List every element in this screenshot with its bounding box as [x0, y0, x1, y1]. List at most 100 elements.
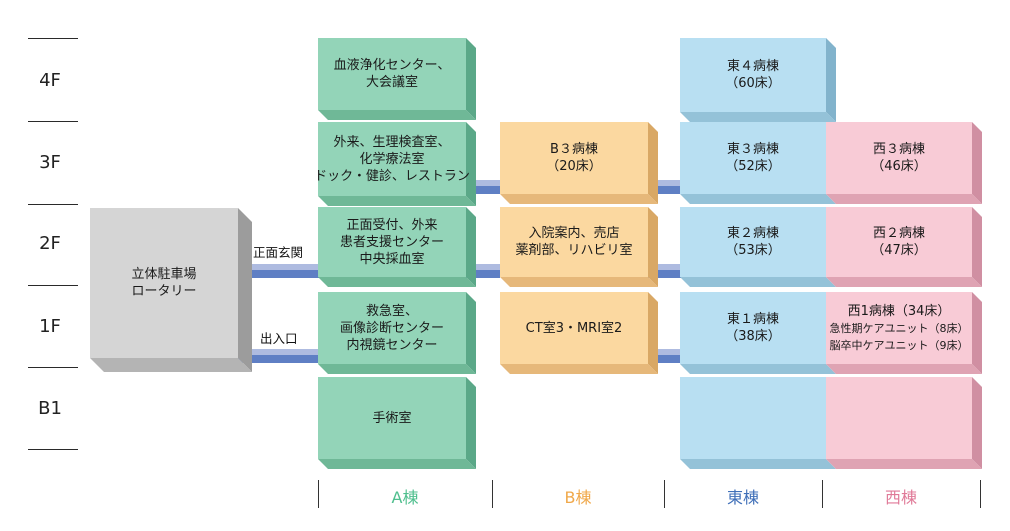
a-block-b1-face: [318, 377, 466, 459]
east-block-b1-face: [680, 377, 826, 459]
building-label-east: 東棟: [726, 488, 759, 507]
connector-a-b-3f-top: [466, 180, 500, 186]
connector-b-east-3f-top: [648, 180, 682, 186]
west-block-f2-side: [972, 207, 982, 287]
connector-b-east-2f-top: [648, 264, 682, 270]
b-block-f2-line: 入院案内、売店: [528, 226, 620, 241]
west-block-f2-line: （47床）: [871, 243, 927, 258]
floor-divider: [28, 449, 78, 451]
a-block-f2-line: 患者支援センター: [339, 234, 444, 250]
a-block-b1-side: [466, 377, 476, 469]
a-block-f1-face: [318, 292, 466, 364]
east-block-f3-text: 東３病棟（52床）: [680, 122, 826, 194]
connector-a-b-2f: [466, 270, 500, 278]
floor-divider: [28, 367, 78, 369]
east-block-f3-bottom: [680, 194, 836, 204]
a-block-f2-face: [318, 207, 466, 277]
west-block-f1-face: [826, 292, 972, 364]
floor-label-3f: 3F: [39, 152, 61, 173]
a-block-f3-face: [318, 122, 466, 196]
building-label-west: 西棟: [884, 488, 917, 507]
connector-main-entrance-top: [238, 264, 320, 270]
b-block-f1-bottom: [500, 364, 658, 374]
a-block-f3-line: ドック・健診、レストラン: [314, 168, 470, 184]
a-block-f2-side: [466, 207, 476, 287]
west-block-b1-bottom: [826, 459, 982, 469]
a-block-f3-text: 外来、生理検査室、化学療法室ドック・健診、レストラン: [314, 122, 470, 196]
main-entrance-label: 正面玄関: [253, 245, 304, 260]
b-block-f3: B３病棟（20床）: [500, 122, 658, 204]
a-block-b1: 手術室: [318, 377, 476, 469]
a-block-f1: 救急室、画像診断センター内視鏡センター: [318, 292, 476, 374]
east-block-b1: [680, 377, 836, 469]
west-block-f2-line: 西２病棟: [872, 226, 925, 241]
east-block-f4-line: （60床）: [725, 76, 781, 91]
connector-a-b-2f-top: [466, 264, 500, 270]
building-label-a: A棟: [391, 488, 419, 507]
west-block-f3-text: 西３病棟 （46床）: [826, 122, 972, 194]
east-block-f4-side: [826, 38, 836, 122]
b-block-f3-side: [648, 122, 658, 204]
b-block-f1-side: [648, 292, 658, 374]
west-block-f3-line: （46床）: [871, 159, 927, 174]
east-block-f4-text: 東４病棟 （60床）: [680, 38, 826, 112]
b-block-f3-text: B３病棟（20床）: [500, 122, 648, 194]
west-block-f1: 西1病棟（34床）急性期ケアユニット（8床）脳卒中ケアユニット（9床）: [826, 292, 982, 374]
floor-label-1f: 1F: [39, 316, 61, 337]
west-block-f1-line: 脳卒中ケアユニット（9床）: [829, 338, 969, 352]
west-block-f1-text: 西1病棟（34床）急性期ケアユニット（8床）脳卒中ケアユニット（9床）: [826, 292, 972, 364]
b-block-f1-line: CT室3・MRI室2: [525, 320, 623, 336]
west-block-f2-bottom: [826, 277, 982, 287]
b-block-f2-face: [500, 207, 648, 277]
a-block-f1-bottom: [318, 364, 476, 374]
a-block-f1-text: 救急室、画像診断センター内視鏡センター: [318, 292, 466, 364]
west-block-f1-bottom: [826, 364, 982, 374]
a-block-f1-line: 内視鏡センター: [346, 337, 438, 353]
connector-entrance-exit-top: [238, 349, 320, 355]
a-block-f4-line: 大会議室: [365, 75, 418, 90]
west-block-f3-bottom: [826, 194, 982, 204]
a-block-f3-bottom: [318, 196, 476, 206]
west-block-f1-side: [972, 292, 982, 374]
west-block-f3: 西３病棟 （46床）: [826, 122, 982, 204]
east-block-f2-line: （53床）: [725, 243, 781, 258]
east-block-f1-bottom: [680, 364, 836, 374]
building-separator: [492, 480, 494, 508]
east-block-f1-face: [680, 292, 826, 364]
east-block-f3: 東３病棟（52床）: [680, 122, 836, 204]
a-block-f4: 血液浄化センター、大会議室: [318, 38, 476, 120]
a-block-f3-side: [466, 122, 476, 206]
a-block-b1-bottom: [318, 459, 476, 469]
parking-block-line: 立体駐車場: [131, 267, 197, 282]
a-block-f4-face: [318, 38, 466, 110]
parking-block-bottom: [90, 358, 252, 372]
building-separator: [822, 480, 824, 508]
a-block-f1-side: [466, 292, 476, 374]
connector-a-b-3f: [466, 186, 500, 194]
floor-label-4f: 4F: [39, 70, 61, 91]
floor-divider: [28, 285, 78, 287]
east-block-f4-line: 東４病棟: [726, 59, 779, 74]
building-separator: [318, 480, 320, 508]
west-block-b1-side: [972, 377, 982, 469]
b-block-f3-line: B３病棟: [550, 142, 598, 157]
east-block-f4-bottom: [680, 112, 836, 122]
b-block-f2-text: 入院案内、売店薬剤部、リハビリ室: [500, 207, 648, 277]
east-block-f1-line: 東１病棟: [726, 312, 779, 327]
parking-block-line: ロータリー: [131, 284, 197, 299]
east-block-f4-face: [680, 38, 826, 112]
a-block-f4-text: 血液浄化センター、大会議室: [318, 38, 466, 110]
parking-block-text: 立体駐車場ロータリー: [90, 208, 238, 358]
floor-divider: [28, 121, 78, 123]
a-block-f4-side: [466, 38, 476, 120]
b-block-f2-bottom: [500, 277, 658, 287]
floor-divider: [28, 38, 78, 40]
east-block-f3-line: （52床）: [725, 159, 781, 174]
connector-b-east-3f: [648, 186, 682, 194]
west-block-f3-line: 西３病棟: [872, 142, 925, 157]
west-block-f3-side: [972, 122, 982, 204]
building-label-b: B棟: [564, 488, 592, 507]
west-block-f2-face: [826, 207, 972, 277]
a-block-f4-bottom: [318, 110, 476, 120]
